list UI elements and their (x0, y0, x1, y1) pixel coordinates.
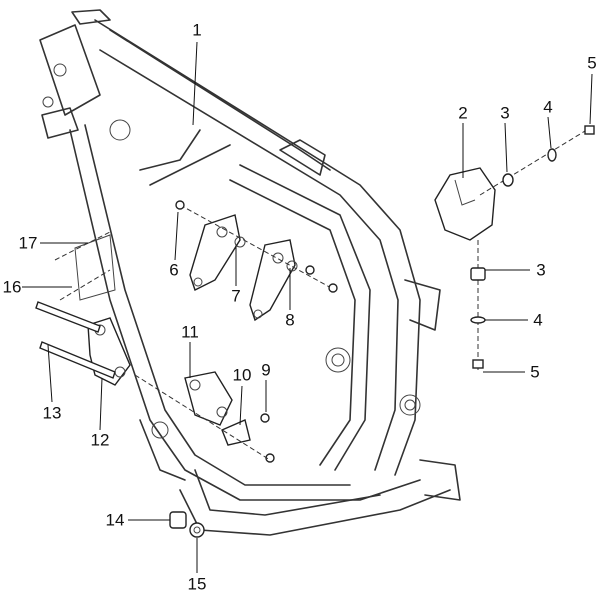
fasteners-right (470, 125, 595, 370)
head-tube (39, 9, 111, 139)
callout-3: 3 (500, 103, 510, 123)
callout-14: 14 (105, 510, 125, 530)
callout-8: 8 (285, 310, 295, 330)
bolts-13 (35, 231, 116, 379)
callout-3-lower: 3 (536, 260, 546, 280)
callout-16: 16 (2, 277, 22, 297)
callout-13: 13 (42, 403, 62, 423)
part-2-bracket (434, 167, 496, 241)
callout-10: 10 (232, 365, 252, 385)
callout-4: 4 (543, 97, 553, 117)
callout-2: 2 (458, 103, 468, 123)
callout-7: 7 (231, 286, 241, 306)
callout-1: 1 (192, 20, 202, 40)
callout-5: 5 (587, 53, 597, 73)
callout-11: 11 (181, 322, 199, 342)
callout-5-lower: 5 (530, 362, 540, 382)
callout-12: 12 (90, 430, 110, 450)
callout-6: 6 (169, 260, 179, 280)
main-frame-spars (69, 19, 461, 536)
lower-mounts (87, 317, 275, 463)
engine-mounts (175, 200, 338, 322)
callout-17: 17 (18, 233, 38, 253)
parts-14-15 (169, 511, 205, 538)
callout-4-lower: 4 (533, 310, 543, 330)
leader-lines (22, 41, 593, 573)
callout-9: 9 (261, 360, 271, 380)
callout-15: 15 (187, 574, 207, 594)
